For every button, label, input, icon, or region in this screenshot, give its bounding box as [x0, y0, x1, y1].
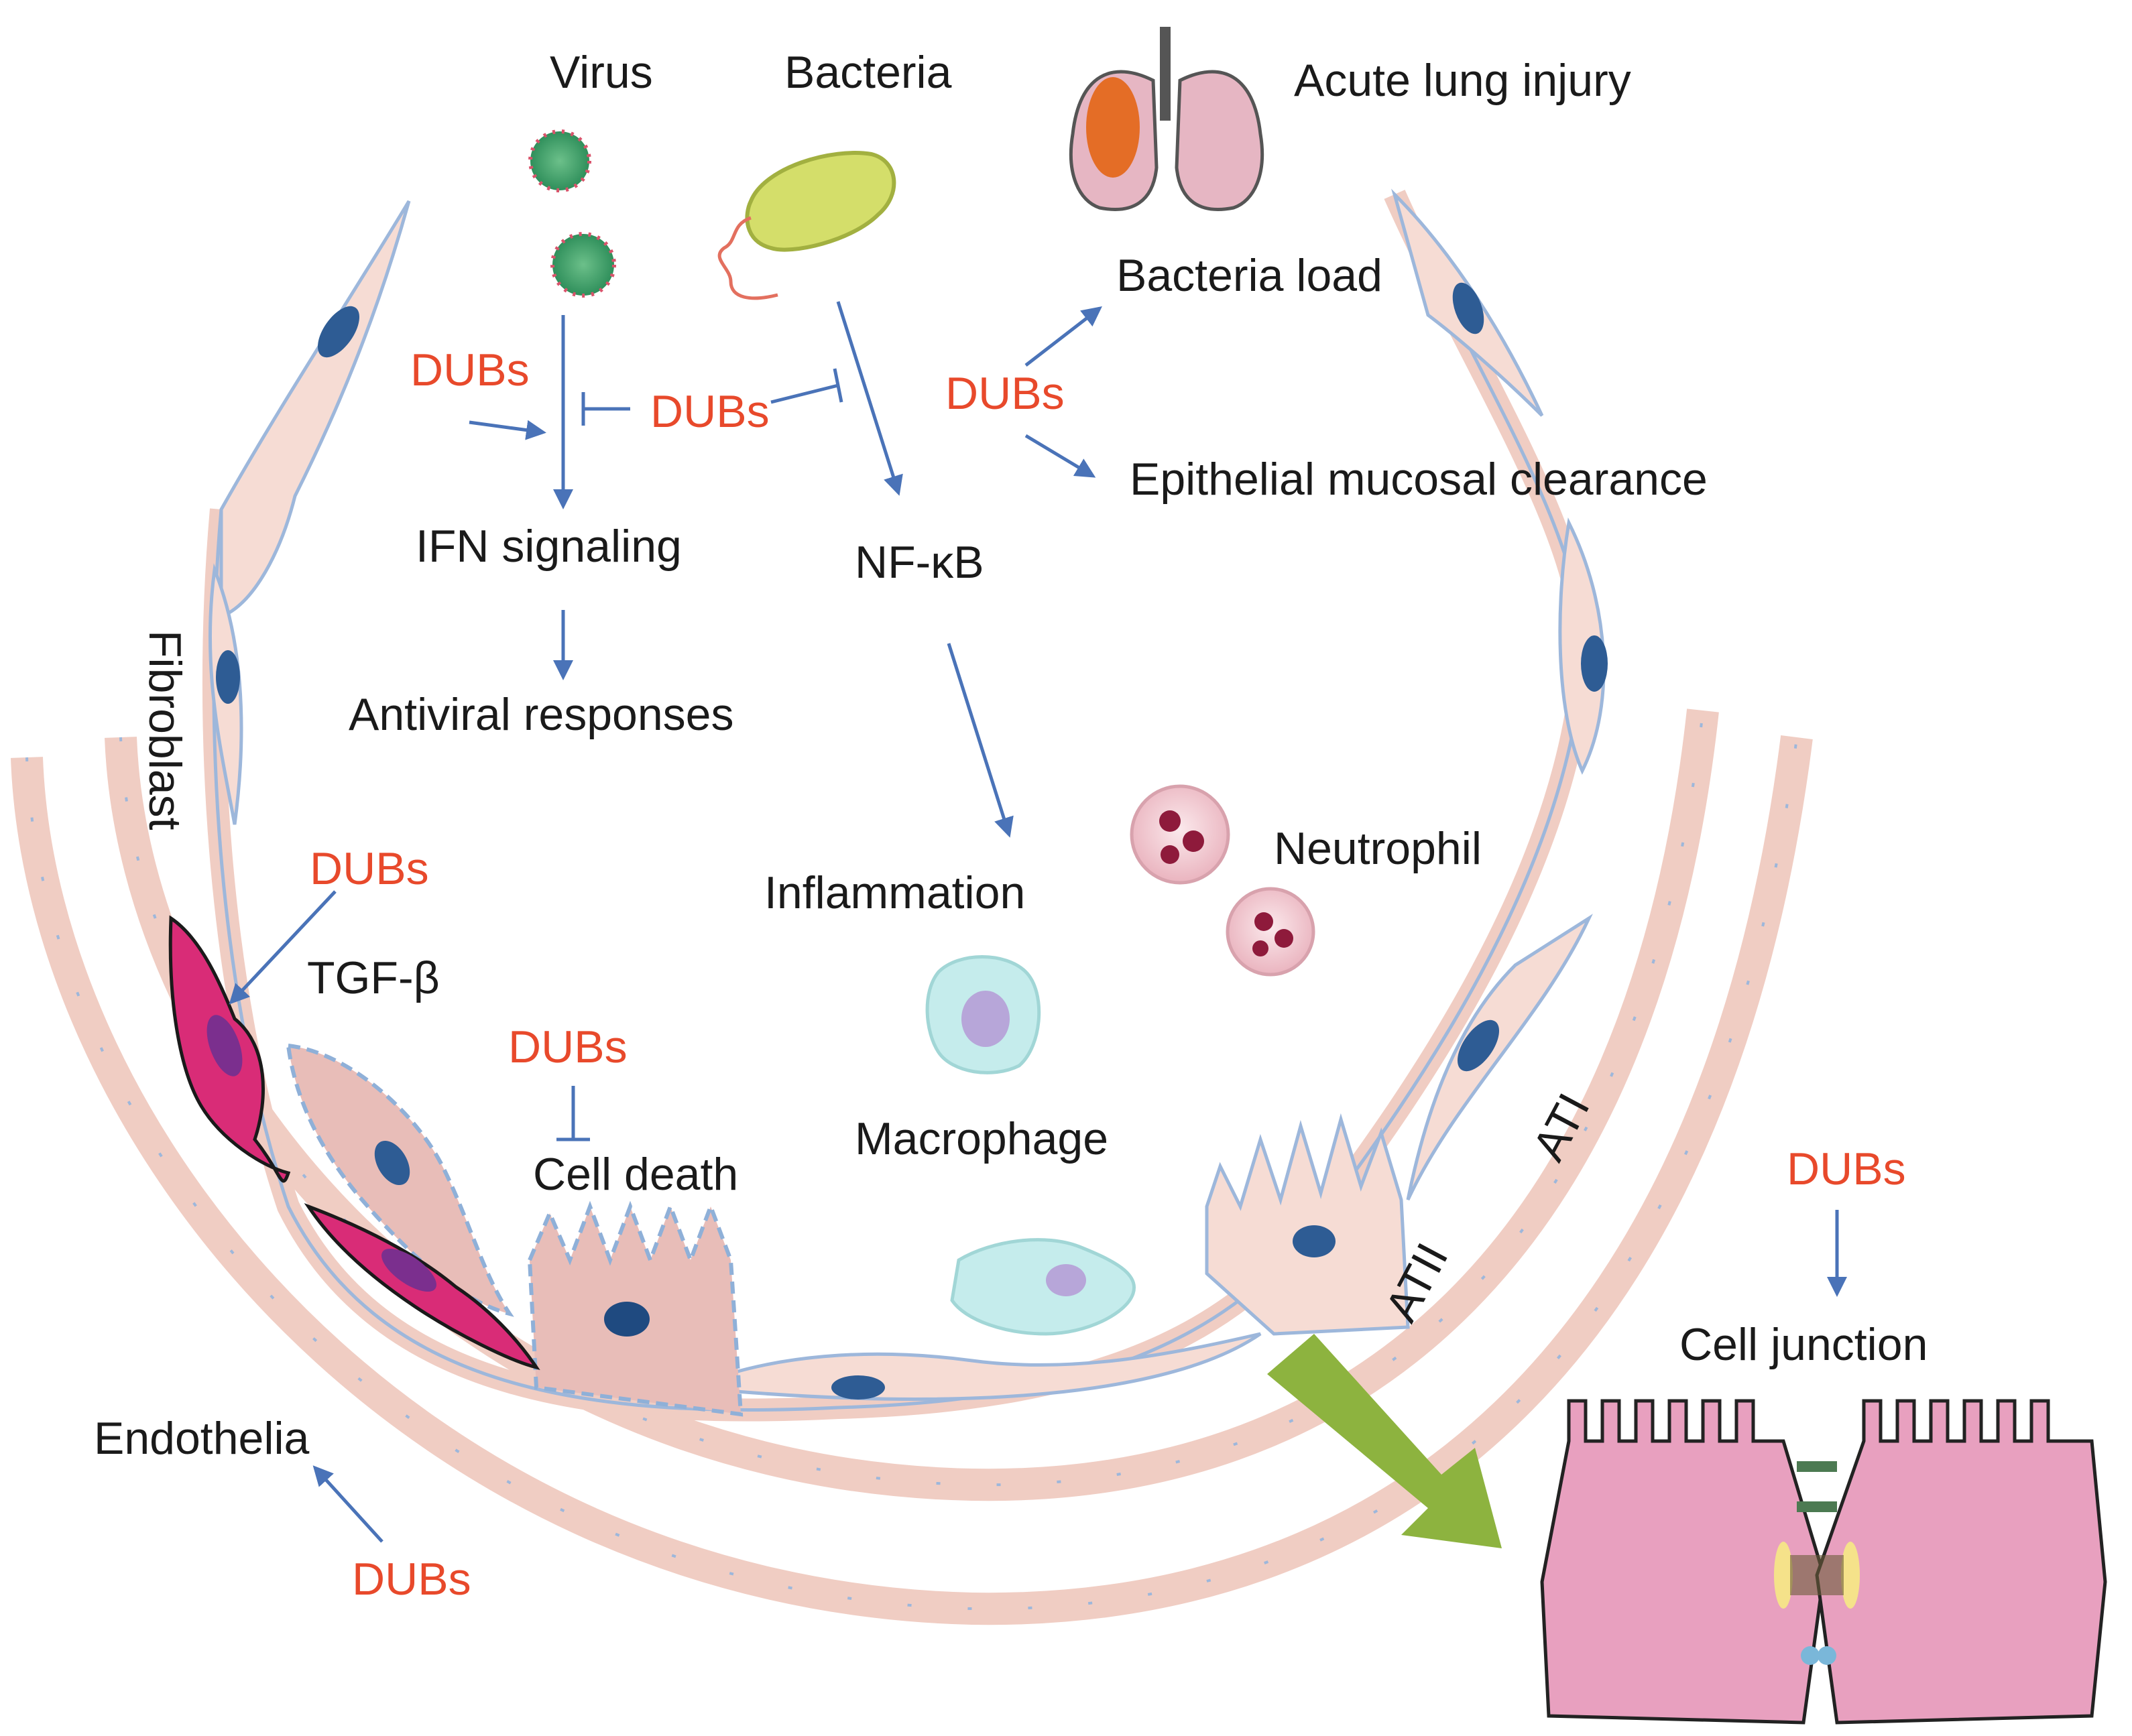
antiviral-responses-label: Antiviral responses [349, 689, 734, 740]
dubs-ifn-label: DUBs [410, 345, 530, 395]
dubs-junction-label: DUBs [1787, 1143, 1906, 1194]
dubs-endothelia-label: DUBs [352, 1554, 471, 1605]
neutrophil-icon [1130, 784, 1315, 977]
green-arrow [1267, 1334, 1502, 1548]
cell-junction-label: Cell junction [1679, 1319, 1928, 1370]
inhibition-lines [556, 368, 843, 1141]
virus-label: Virus [550, 47, 653, 98]
endothelia-layer-outer [11, 735, 1813, 1625]
lung-icon [1069, 27, 1264, 211]
myofibroblast-icon [168, 915, 540, 1370]
dubs-shared-label: DUBs [650, 386, 770, 437]
bacteria-label: Bacteria [784, 47, 952, 98]
dying-cell-icon [286, 1043, 744, 1417]
dubs-tgf-label: DUBs [310, 843, 429, 894]
bacteria-icon [717, 151, 896, 300]
pathway-arrows [229, 301, 1847, 1543]
cell-junction-icon [1540, 1399, 2107, 1725]
nucleus [317, 306, 360, 358]
bacteria-load-label: Bacteria load [1116, 250, 1382, 301]
macrophage-icon [925, 955, 1136, 1336]
epithelial-mucosal-clearance-label: Epithelial mucosal clearance [1130, 454, 1708, 505]
macrophage-label: Macrophage [855, 1113, 1109, 1164]
cell-death-label: Cell death [533, 1149, 739, 1200]
dubs-bacteria-label: DUBs [945, 368, 1065, 419]
epithelial-cell-icon [1205, 1113, 1410, 1336]
endothelia-label: Endothelia [94, 1413, 310, 1464]
fibroblast-label: Fibroblast [139, 630, 190, 830]
neutrophil-label: Neutrophil [1274, 823, 1482, 874]
virus-icon [528, 129, 616, 298]
ifn-signaling-label: IFN signaling [416, 521, 682, 572]
acute-lung-injury-label: Acute lung injury [1294, 55, 1631, 106]
nfkb-label: NF-κB [855, 537, 984, 588]
inflammation-label: Inflammation [764, 867, 1026, 918]
dubs-cell-death-label: DUBs [508, 1021, 628, 1072]
tgf-beta-label: TGF-β [307, 952, 440, 1003]
